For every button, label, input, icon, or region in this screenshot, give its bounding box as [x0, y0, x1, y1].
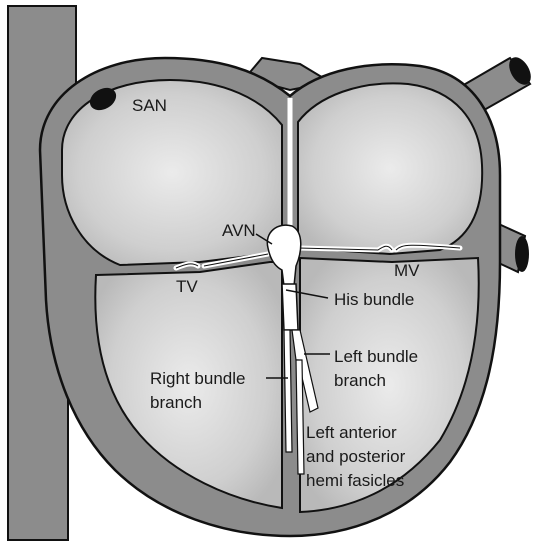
label-left-bundle-2: branch [334, 371, 386, 390]
left-atrium [298, 83, 482, 254]
label-san: SAN [132, 96, 167, 115]
label-right-bundle-2: branch [150, 393, 202, 412]
label-mv: MV [394, 261, 420, 280]
label-avn: AVN [222, 221, 256, 240]
label-tv: TV [176, 277, 198, 296]
label-his-bundle: His bundle [334, 290, 414, 309]
right-bundle-branch [284, 330, 292, 452]
left-hemi-fascicle [296, 360, 304, 474]
label-right-bundle-1: Right bundle [150, 369, 245, 388]
label-hemi-1: Left anterior [306, 423, 397, 442]
label-hemi-2: and posterior [306, 447, 406, 466]
label-hemi-3: hemi fasicles [306, 471, 404, 490]
label-left-bundle-1: Left bundle [334, 347, 418, 366]
pulmonary-vein-lower-opening [515, 236, 529, 272]
